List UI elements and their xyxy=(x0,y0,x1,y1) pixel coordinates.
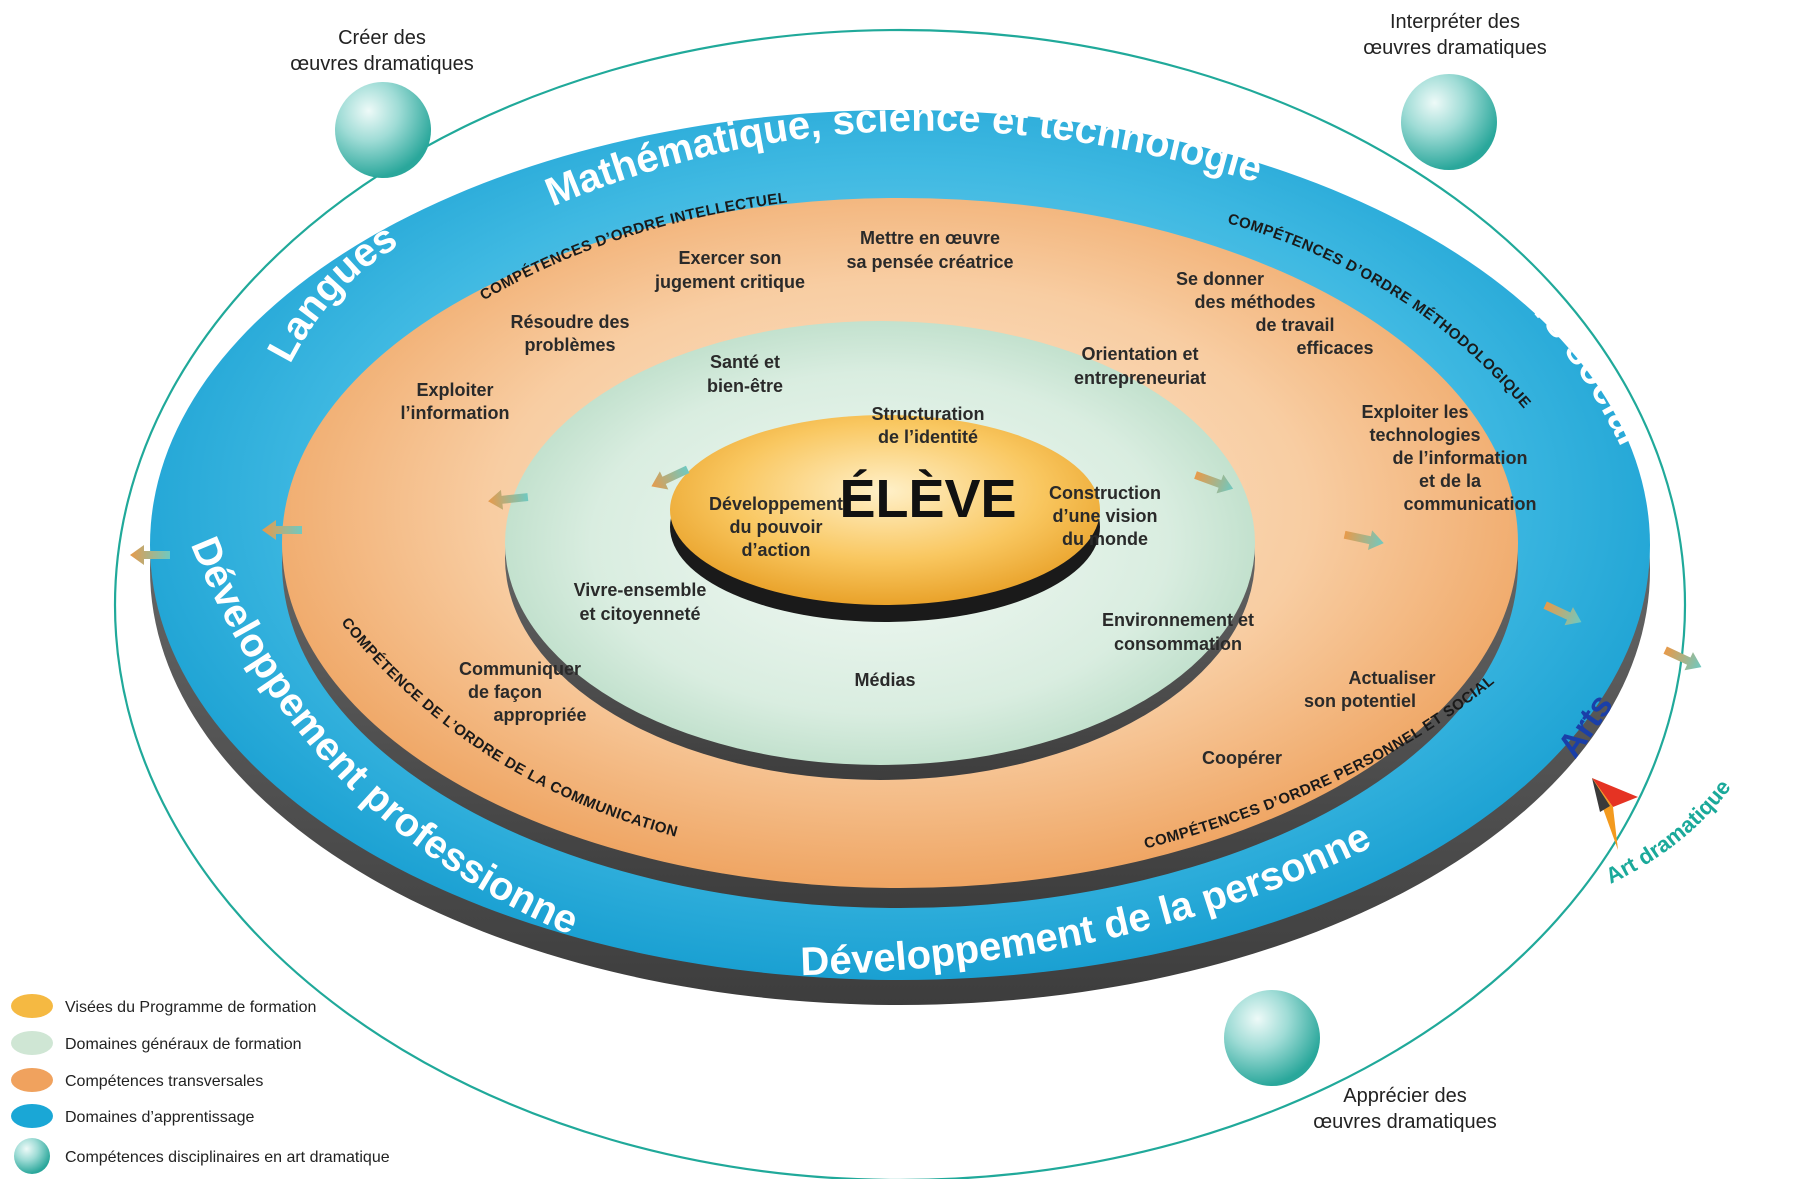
legend: Visées du Programme de formation Domaine… xyxy=(11,994,390,1174)
legend-label: Domaines d’apprentissage xyxy=(65,1109,255,1126)
legend-item: Domaines d’apprentissage xyxy=(11,1104,255,1128)
item-exploiter-info-line2: l’information xyxy=(401,403,510,423)
arrow-icon xyxy=(1343,530,1384,550)
cross-curricular-items: Exercer son jugement critique Mettre en … xyxy=(401,228,1537,768)
item-communiquer-line1: Communiquer xyxy=(459,659,581,679)
item-resoudre-line1: Résoudre des xyxy=(510,312,629,332)
legend-item: Compétences disciplinaires en art dramat… xyxy=(14,1138,390,1174)
item-communiquer-line3: appropriée xyxy=(493,705,586,725)
legend-label: Compétences transversales xyxy=(65,1073,263,1090)
item-actualiser-line1: Actualiser xyxy=(1348,668,1435,688)
visee-structuration-line2: de l’identité xyxy=(878,427,978,447)
arrow-icon xyxy=(651,465,690,490)
item-mettre-line2: sa pensée créatrice xyxy=(846,252,1013,272)
disc-interpreter-line2: œuvres dramatiques xyxy=(1363,37,1546,59)
arrow-icon xyxy=(1194,471,1234,494)
gd-vivre-line1: Vivre-ensemble xyxy=(574,580,707,600)
arrows xyxy=(130,465,1702,671)
item-tic-line1: Exploiter les xyxy=(1361,402,1468,422)
visee-structuration-line1: Structuration xyxy=(871,404,984,424)
arrow-icon xyxy=(1663,646,1702,671)
item-methodes-line1: Se donner xyxy=(1176,269,1264,289)
legend-label: Visées du Programme de formation xyxy=(65,999,316,1016)
orbit-ellipse xyxy=(114,29,1686,1179)
visee-developpement-line3: d’action xyxy=(741,540,810,560)
legend-swatch xyxy=(11,1031,53,1055)
disc-apprecier-line2: œuvres dramatiques xyxy=(1313,1111,1496,1133)
item-resoudre-line2: problèmes xyxy=(524,335,615,355)
visee-construction-line3: du monde xyxy=(1062,529,1148,549)
disc-apprecier-line1: Apprécier des xyxy=(1343,1085,1466,1107)
item-exploiter-info-line1: Exploiter xyxy=(416,380,493,400)
item-tic-line2: technologies xyxy=(1369,425,1480,445)
disciplinary-labels: Créer des œuvres dramatiques Interpréter… xyxy=(290,11,1546,1133)
gd-orientation-line2: entrepreneuriat xyxy=(1074,368,1206,388)
disc-interpreter-line1: Interpréter des xyxy=(1390,11,1520,33)
legend-swatch xyxy=(11,994,53,1018)
arrow-icon xyxy=(488,489,529,510)
item-exercer-line1: Exercer son xyxy=(678,248,781,268)
item-methodes-line4: efficaces xyxy=(1296,338,1373,358)
legend-item: Compétences transversales xyxy=(11,1068,263,1092)
legend-item: Domaines généraux de formation xyxy=(11,1031,302,1055)
item-communiquer-line2: de façon xyxy=(468,682,542,702)
item-methodes-line2: des méthodes xyxy=(1194,292,1315,312)
item-methodes-line3: de travail xyxy=(1255,315,1334,335)
sphere-creer xyxy=(335,82,431,178)
item-actualiser-line2: son potentiel xyxy=(1304,691,1416,711)
arrow-icon xyxy=(262,520,302,540)
item-exercer-line2: jugement critique xyxy=(654,272,805,292)
gd-environnement-line2: consommation xyxy=(1114,634,1242,654)
sphere-apprecier xyxy=(1224,990,1320,1086)
visee-construction-line2: d’une vision xyxy=(1052,506,1157,526)
visee-construction-line1: Construction xyxy=(1049,483,1161,503)
arrow-icon xyxy=(130,545,170,565)
item-cooperer: Coopérer xyxy=(1202,748,1282,768)
legend-swatch xyxy=(11,1104,53,1128)
gd-sante-line1: Santé et xyxy=(710,352,780,372)
eleve-label: ÉLÈVE xyxy=(839,469,1016,529)
arrow-icon xyxy=(1543,601,1582,626)
sphere-interpreter xyxy=(1401,74,1497,170)
pointer-icon xyxy=(1592,778,1638,850)
gd-environnement-line1: Environnement et xyxy=(1102,610,1254,630)
legend-swatch xyxy=(11,1068,53,1092)
gd-orientation-line1: Orientation et xyxy=(1081,344,1198,364)
disc-creer-line1: Créer des xyxy=(338,27,426,49)
gd-vivre-line2: et citoyenneté xyxy=(579,604,700,624)
gd-medias: Médias xyxy=(854,670,915,690)
gd-sante-line2: bien-être xyxy=(707,376,783,396)
general-domains-items: Santé et bien-être Orientation et entrep… xyxy=(574,344,1254,690)
item-mettre-line1: Mettre en œuvre xyxy=(860,228,1000,248)
visees-items: Structuration de l’identité Développemen… xyxy=(709,404,1161,560)
visee-developpement-line1: Développement xyxy=(709,494,843,514)
legend-label: Compétences disciplinaires en art dramat… xyxy=(65,1149,390,1166)
center-disc xyxy=(670,415,1100,605)
legend-label: Domaines généraux de formation xyxy=(65,1036,302,1053)
item-tic-line5: communication xyxy=(1403,494,1536,514)
visee-developpement-line2: du pouvoir xyxy=(730,517,823,537)
disc-creer-line2: œuvres dramatiques xyxy=(290,53,473,75)
item-tic-line4: et de la xyxy=(1419,471,1482,491)
item-tic-line3: de l’information xyxy=(1393,448,1528,468)
legend-sphere-icon xyxy=(14,1138,50,1174)
legend-item: Visées du Programme de formation xyxy=(11,994,316,1018)
